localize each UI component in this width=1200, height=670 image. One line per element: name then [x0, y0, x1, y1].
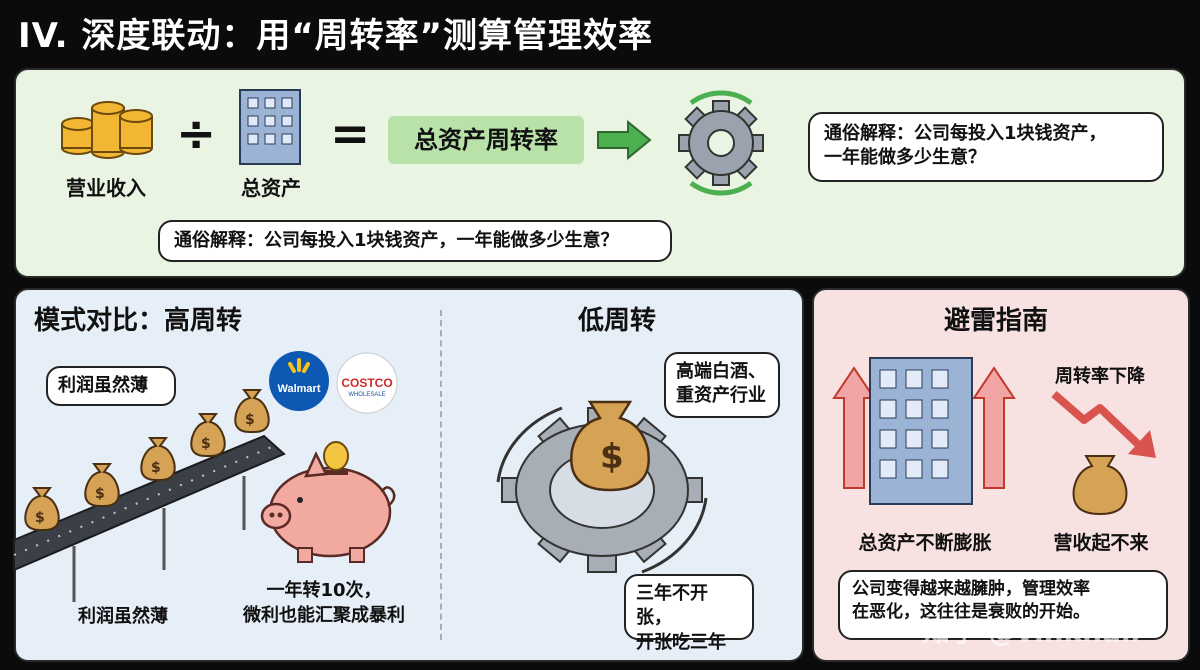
revenue-flat-label: 营收起不来	[1053, 532, 1149, 554]
slow-opening-bubble: 三年不开张， 开张吃三年	[624, 574, 754, 653]
walmart-text: Walmart	[278, 383, 321, 395]
piggy-caption-line1: 一年转10次，	[266, 580, 382, 601]
high-turnover-title: 模式对比：高周转	[34, 306, 243, 336]
thin-profit-bubble: 利润虽然薄	[46, 366, 176, 406]
formula-result: 总资产周转率	[388, 116, 584, 164]
swelling-building-icon	[832, 357, 1016, 505]
piggy-caption: 一年转10次， 微利也能汇聚成暴利	[218, 578, 430, 628]
svg-text:$: $	[245, 412, 255, 428]
costco-text: COSTCO	[341, 376, 392, 390]
page-title: IV. 深度联动：用“周转率”测算管理效率	[18, 16, 654, 56]
explain-bubble-right: 通俗解释：公司每投入1块钱资产， 一年能做多少生意？	[808, 112, 1164, 182]
svg-text:$: $	[95, 486, 105, 502]
divide-sign: ÷	[176, 106, 217, 162]
section-divider	[440, 310, 442, 640]
assets-label: 总资产	[241, 176, 301, 200]
trend-down-arrow-icon	[1051, 390, 1156, 458]
costco-logo: COSTCO WHOLESALE	[336, 352, 398, 414]
warning-line2: 在恶化，这往往是衰败的开始。	[852, 601, 1090, 622]
gear-icon	[678, 90, 764, 196]
low-turnover-title: 低周转	[578, 306, 657, 336]
luxury-line2: 重资产行业	[676, 385, 766, 407]
warning-title: 避雷指南	[944, 306, 1049, 336]
coin-stack-icon	[61, 101, 153, 159]
arrow-right-icon	[597, 119, 652, 161]
explain-right-line1: 通俗解释：公司每投入1块钱资产，	[824, 123, 1107, 144]
piggy-caption-line2: 微利也能汇聚成暴利	[243, 605, 405, 627]
costco-sub-text: WHOLESALE	[348, 392, 385, 398]
turnover-down-label: 周转率下降	[1055, 366, 1145, 387]
slow-line1: 三年不开张，	[636, 583, 708, 629]
money-bags-row: $ $ $ $ $	[24, 389, 270, 531]
thin-profit-label: 利润虽然薄	[78, 606, 168, 627]
svg-text:$: $	[201, 436, 211, 452]
warning-bubble: 公司变得越来越臃肿，管理效率 在恶化，这往往是衰败的开始。	[838, 570, 1168, 640]
svg-text:$: $	[35, 510, 45, 526]
money-bag-icon: $	[570, 400, 650, 492]
slow-line2: 开张吃三年	[636, 631, 726, 653]
luxury-line1: 高端白酒、	[676, 361, 766, 382]
svg-text:$: $	[600, 437, 624, 477]
watermark: 知乎 @vinkhall	[922, 615, 1141, 648]
equals-sign: =	[330, 106, 371, 162]
piggy-bank-icon	[260, 441, 396, 563]
warning-line1: 公司变得越来越臃肿，管理效率	[852, 579, 1090, 599]
office-building-icon	[239, 89, 301, 165]
walmart-logo: Walmart	[269, 351, 329, 411]
luxury-industry-bubble: 高端白酒、 重资产行业	[664, 352, 780, 418]
small-money-bag-icon	[1072, 455, 1128, 516]
assets-swell-label: 总资产不断膨胀	[858, 532, 992, 554]
explain-right-line2: 一年能做多少生意？	[824, 147, 986, 169]
explain-bubble-bottom: 通俗解释：公司每投入1块钱资产，一年能做多少生意？	[158, 220, 672, 262]
svg-text:$: $	[151, 460, 161, 476]
revenue-label: 营业收入	[66, 176, 146, 200]
conveyor-belt	[13, 434, 286, 602]
